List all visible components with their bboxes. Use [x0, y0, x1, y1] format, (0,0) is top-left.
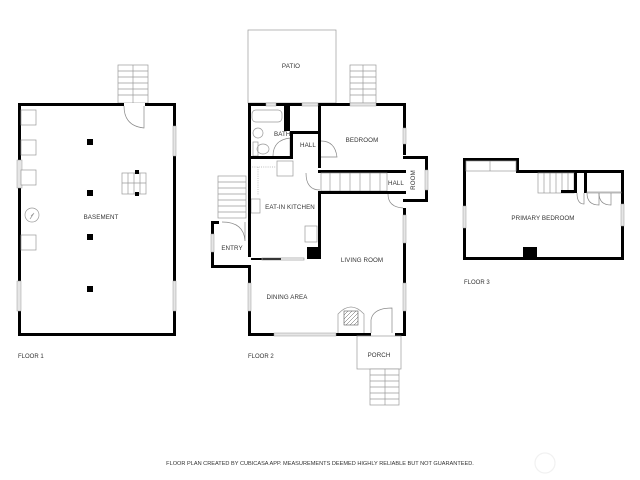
- toilet-icon: [256, 143, 270, 155]
- appliance-box: [20, 109, 37, 126]
- room-label-porch: PORCH: [368, 352, 391, 359]
- support-column: [87, 139, 93, 145]
- bath-sink-icon: [252, 127, 264, 139]
- floor-label-2: FLOOR 2: [248, 354, 274, 360]
- utility-sink-icon: [20, 169, 37, 186]
- kitchen-sink-icon: [250, 198, 261, 214]
- floor-3-stairs: [537, 172, 575, 194]
- floor-label-1: FLOOR 1: [18, 354, 44, 360]
- stove-icon: [276, 160, 294, 177]
- room-label-entry: ENTRY: [221, 245, 242, 252]
- watermark-logo-icon: [534, 452, 556, 474]
- room-label-dining-area: DINING AREA: [267, 294, 309, 301]
- basement-window: [172, 125, 177, 157]
- floor-2-plan: PATIO BATH: [210, 29, 429, 406]
- support-column: [87, 234, 93, 240]
- fireplace-icon: [337, 306, 365, 333]
- floor-3-plan: PRIMARY BEDROOM FLOOR 3: [462, 158, 625, 286]
- support-column: [87, 190, 93, 196]
- room-label-hall-2: HALL: [388, 180, 404, 187]
- refrigerator-icon: [304, 225, 318, 243]
- basement-door: [123, 105, 145, 129]
- side-exterior-stairs: [217, 175, 247, 219]
- appliance-box: [20, 234, 37, 251]
- support-column: [87, 286, 93, 292]
- basement-window: [172, 280, 177, 312]
- basement-exterior-stairs: [117, 64, 149, 104]
- rear-exterior-stairs: [349, 64, 377, 104]
- room-label-living-room: LIVING ROOM: [341, 257, 383, 264]
- chimney: [523, 247, 537, 257]
- patio-area: [247, 29, 337, 104]
- floor-1-plan: BASEMENT FLOOR 1: [16, 64, 177, 360]
- water-heater-icon: [24, 207, 40, 223]
- interior-stairs: [320, 172, 388, 192]
- basement-window: [16, 280, 22, 312]
- floor-label-3: FLOOR 3: [464, 280, 490, 286]
- basement-interior-stairs: [121, 170, 147, 196]
- room-label-hall: HALL: [300, 142, 316, 149]
- room-label-bath: BATH: [274, 131, 290, 138]
- porch-area: [356, 335, 402, 370]
- bathtub-icon: [251, 109, 283, 123]
- room-label-basement: BASEMENT: [84, 214, 119, 221]
- disclaimer-text: FLOOR PLAN CREATED BY CUBICASA APP. MEAS…: [166, 461, 474, 467]
- room-label-eat-in-kitchen: EAT-IN KITCHEN: [265, 204, 315, 211]
- room-label-room: ROOM: [410, 170, 417, 190]
- room-label-patio: PATIO: [282, 63, 300, 70]
- room-label-bedroom: BEDROOM: [346, 137, 379, 144]
- porch-stairs: [369, 368, 400, 406]
- appliance-box: [20, 139, 37, 156]
- room-label-primary-bedroom: PRIMARY BEDROOM: [511, 215, 574, 222]
